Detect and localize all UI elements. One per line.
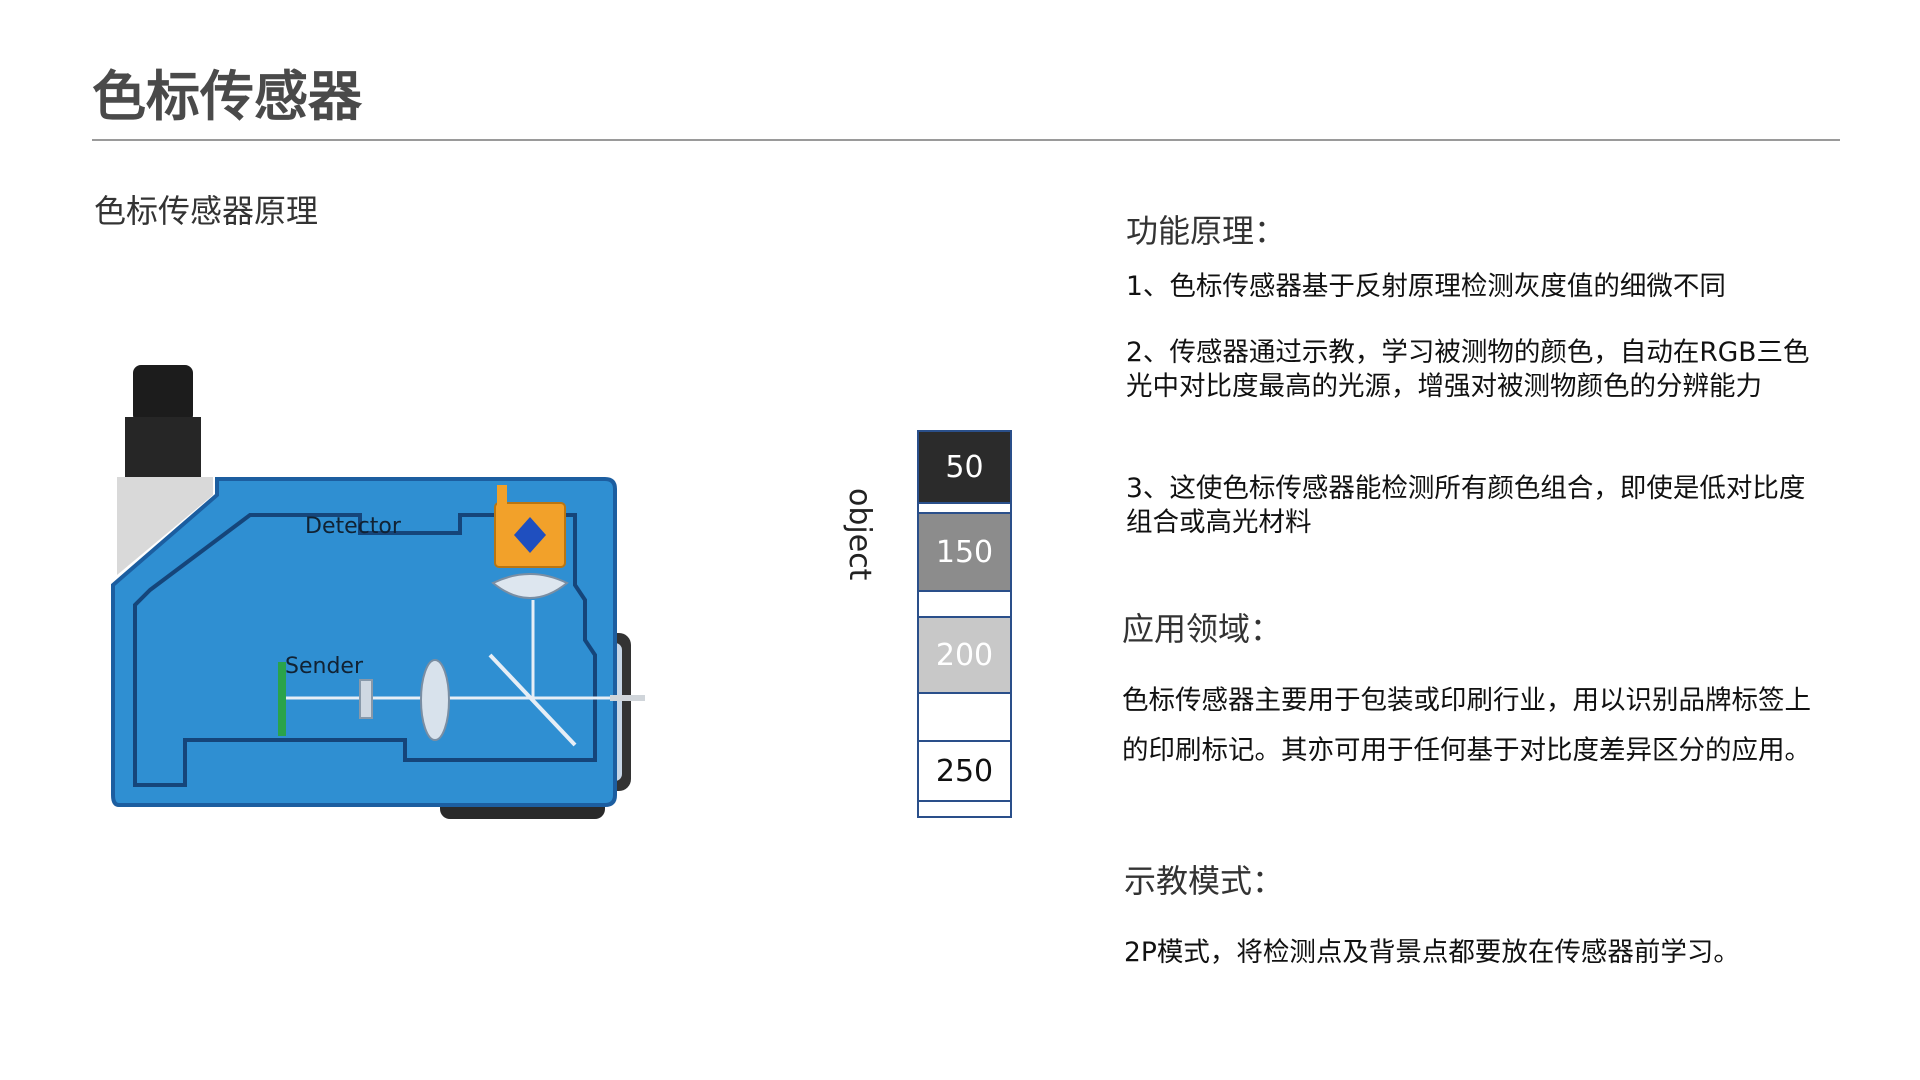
detector-diamond <box>514 517 546 553</box>
connector-cap <box>133 365 193 423</box>
scale-gap <box>919 800 1010 816</box>
housing-inner-outline <box>133 513 597 787</box>
teach-text: 2P模式，将检测点及背景点都要放在传感器前学习。 <box>1124 937 1740 968</box>
connector-body <box>125 417 201 477</box>
scale-cell-200: 200 <box>919 616 1010 692</box>
scale-cell-50: 50 <box>919 432 1010 502</box>
sensor-housing <box>111 477 617 807</box>
principle-heading: 功能原理： <box>1126 212 1287 250</box>
sender-aperture <box>359 679 373 719</box>
beam-splitter <box>488 653 577 747</box>
scale-gap <box>919 502 1010 512</box>
page-title: 色标传感器 <box>92 65 362 128</box>
sender-lens <box>420 659 450 741</box>
sensor-diagram: Sender Detector <box>111 365 645 819</box>
principle-item-1: 1、色标传感器基于反射原理检测灰度值的细微不同 <box>1126 271 1726 302</box>
application-heading: 应用领域： <box>1122 610 1283 648</box>
principle-item-3: 3、这使色标传感器能检测所有颜色组合，即使是低对比度组合或高光材料 <box>1126 473 1806 538</box>
detector-pin <box>497 485 507 507</box>
detector-label: Detector <box>305 514 402 539</box>
principle-item-2: 2、传感器通过示教，学习被测物的颜色，自动在RGB三色光中对比度最高的光源，增强… <box>1126 337 1810 402</box>
application-text: 色标传感器主要用于包装或印刷行业，用以识别品牌标签上的印刷标记。其亦可用于任何基… <box>1122 685 1811 766</box>
housing-shoulder <box>117 477 213 575</box>
scale-gap <box>919 590 1010 616</box>
sender-emitter <box>278 662 286 736</box>
teach-heading: 示教模式： <box>1124 862 1285 900</box>
section-subtitle: 色标传感器原理 <box>94 192 319 230</box>
scale-cell-250: 250 <box>919 740 1010 800</box>
title-divider <box>92 139 1840 141</box>
object-label: object <box>842 488 877 581</box>
detector-lens <box>491 573 569 599</box>
sender-label: Sender <box>285 654 364 679</box>
scale-gap <box>919 692 1010 740</box>
scale-cell-150: 150 <box>919 512 1010 590</box>
gray-scale-strip: 50 150 200 250 <box>917 430 1012 818</box>
